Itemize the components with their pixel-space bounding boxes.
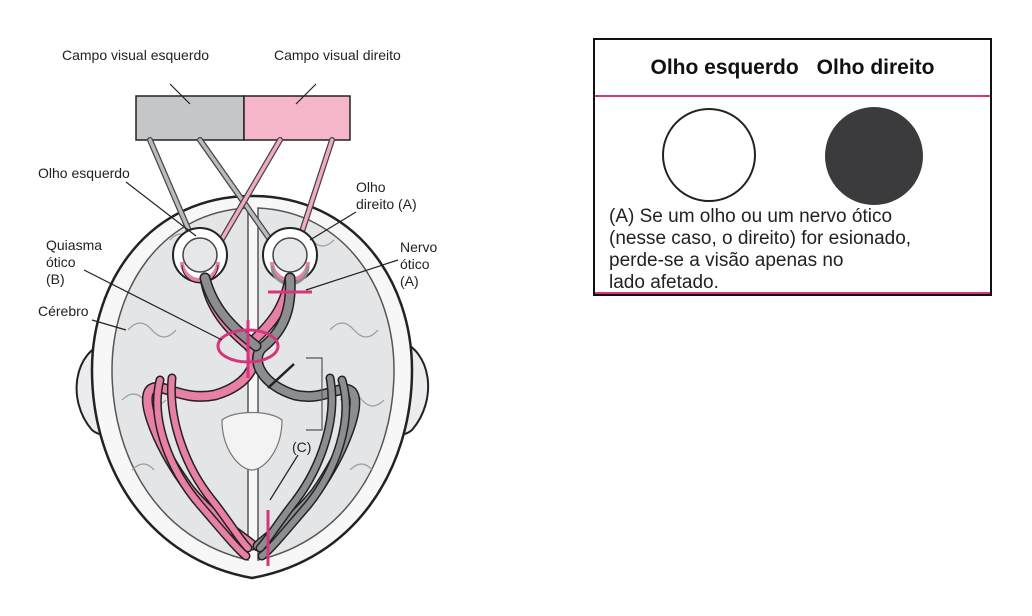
right-eye-vision-circle — [825, 107, 923, 205]
panel-description: (A) Se um olho ou um nervo ótico (nesse … — [609, 206, 984, 294]
right-eye-heading: Olho direito — [816, 55, 935, 79]
label-nerve-line1: Nervo — [400, 239, 438, 255]
label-chiasm-line1: Quiasma — [46, 237, 102, 253]
panel-bottom-rule — [595, 292, 990, 294]
description-line: perde-se a visão apenas no — [609, 250, 844, 271]
left-field-arrow — [169, 83, 191, 105]
left-eye-vision-circle — [662, 108, 756, 202]
left-eyeball — [172, 227, 228, 284]
leader-lines — [83, 181, 399, 501]
description-line: (nesse caso, o direito) for esionado, — [609, 228, 912, 249]
left-eye-heading: Olho esquerdo — [650, 55, 799, 79]
label-nerve-line3: (A) — [400, 273, 419, 289]
label-left-eye: Olho esquerdo — [38, 165, 130, 181]
label-right-eye-line2: direito (A) — [356, 196, 417, 212]
visual-pathway-diagram: Campo visual esquerdo Campo visual direi… — [38, 47, 438, 580]
label-c: (C) — [292, 439, 311, 455]
midbrain — [221, 411, 283, 471]
right-field-arrow — [295, 83, 317, 105]
description-line: (A) Se um olho ou um nervo ótico — [609, 206, 893, 227]
label-right-eye-line1: Olho — [356, 179, 386, 195]
gyri-right — [289, 233, 385, 471]
bracket-c — [306, 357, 323, 431]
label-brain: Cérebro — [38, 303, 89, 319]
label-chiasm-line2: ótico — [46, 254, 76, 270]
label-nerve-line2: ótico — [400, 256, 430, 272]
panel-header: Olho esquerdo Olho direito — [595, 40, 990, 97]
gray-optic-pathway — [199, 272, 361, 561]
description-line: lado afetado. — [609, 272, 719, 293]
left-visual-field-box — [135, 95, 245, 141]
label-right-visual-field: Campo visual direito — [274, 47, 401, 63]
label-left-visual-field: Campo visual esquerdo — [62, 47, 209, 63]
right-visual-field-box — [243, 95, 351, 141]
lesion-mark-optic-tract — [267, 363, 295, 389]
info-panel: Olho esquerdo Olho direito (A) Se um olh… — [593, 38, 992, 296]
label-chiasm-line3: (B) — [46, 271, 65, 287]
